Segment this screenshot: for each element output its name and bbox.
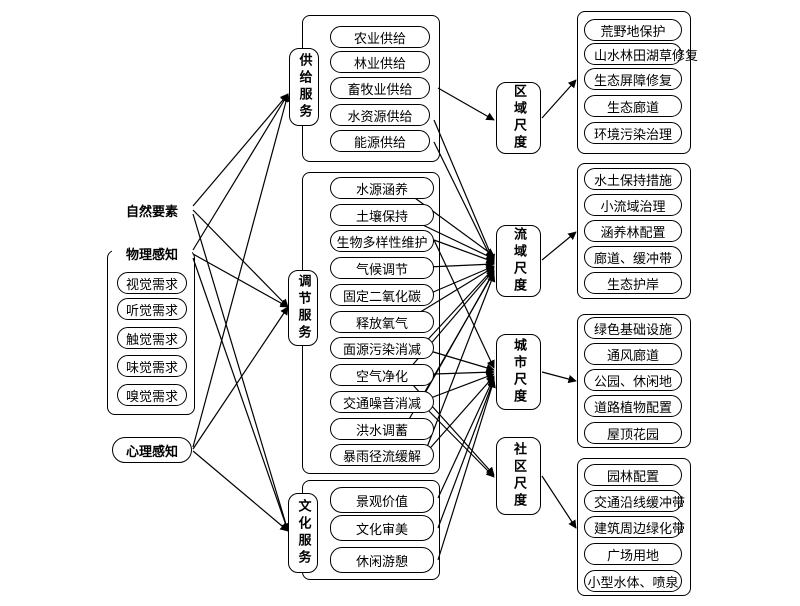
regulation-item-10: 暴雨径流缓解 <box>330 444 434 466</box>
flow-arrow <box>192 93 289 207</box>
flow-arrow <box>437 379 496 561</box>
natural-elements-label: 自然要素 <box>125 204 178 220</box>
flow-arrow <box>437 378 496 529</box>
regulation-item-8: 交通噪音消减 <box>330 391 434 413</box>
culture-item-0: 景观价值 <box>330 487 434 513</box>
flow-arrow <box>433 141 495 265</box>
regulation-item-3: 气候调节 <box>330 257 434 279</box>
flow-arrow <box>437 376 495 499</box>
basin-measure-2: 涵养林配置 <box>584 220 682 242</box>
flow-arrow <box>192 213 290 532</box>
flow-arrow <box>433 119 495 263</box>
basin-measure-0: 水土保持措施 <box>584 168 682 190</box>
regulation-item-1: 土壤保持 <box>330 204 434 226</box>
region-measure-2: 生态屏障修复 <box>584 68 682 90</box>
regulation-item-5: 释放氧气 <box>330 311 434 333</box>
regulation-item-7: 空气净化 <box>330 364 434 386</box>
region-scale-box: 区域尺度 <box>496 82 541 154</box>
basin-measure-3: 廊道、缓冲带 <box>584 246 682 268</box>
flow-arrow <box>433 239 495 369</box>
basin-measure-1: 小流域治理 <box>584 194 682 216</box>
supply-item-3: 水资源供给 <box>330 104 430 126</box>
flow-arrow <box>423 265 495 297</box>
basin-measures-group <box>577 163 691 299</box>
regulation-item-9: 洪水调蓄 <box>330 418 434 440</box>
community-measure-3: 广场用地 <box>584 543 682 565</box>
city-measure-3: 道路植物配置 <box>584 395 682 417</box>
region-measure-4: 环境污染治理 <box>584 122 682 144</box>
psychological-perception-label: 心理感知 <box>112 437 192 463</box>
basin-scale-box: 流域尺度 <box>496 225 541 297</box>
flow-arrow <box>192 450 289 532</box>
supply-item-2: 畜牧业供给 <box>330 77 430 99</box>
flow-arrow <box>419 401 495 478</box>
region-measure-1: 山水林田湖草修复 <box>584 43 698 65</box>
supply-item-0: 农业供给 <box>330 26 430 48</box>
flow-arrow <box>192 93 289 251</box>
community-measure-4: 小型水体、喷泉 <box>584 570 682 592</box>
supply-item-1: 林业供给 <box>330 51 430 73</box>
flow-arrow <box>541 475 577 529</box>
community-measure-2: 建筑周边绿化带 <box>584 516 685 538</box>
culture-item-1: 文化审美 <box>330 515 434 541</box>
region-measure-3: 生态廊道 <box>584 95 682 117</box>
regulation-item-6: 面源污染消减 <box>330 337 434 359</box>
city-scale-box: 城市尺度 <box>496 334 541 410</box>
city-measure-0: 绿色基础设施 <box>584 317 682 339</box>
flow-arrow <box>192 209 289 308</box>
supply-item-4: 能源供给 <box>330 130 430 152</box>
flow-arrow <box>403 189 495 257</box>
city-measure-2: 公园、休闲地 <box>584 369 682 391</box>
city-measure-1: 通风廊道 <box>584 343 682 365</box>
flow-arrow <box>437 87 495 121</box>
flow-arrow <box>192 253 289 308</box>
flow-arrow <box>541 371 577 384</box>
physical-need-item-0: 视觉需求 <box>117 272 187 294</box>
regulation-item-0: 水源涵养 <box>330 177 434 199</box>
regulation-item-2: 生物多样性维护 <box>330 230 434 252</box>
physical-need-item-2: 触觉需求 <box>117 327 187 349</box>
physical-need-item-1: 听觉需求 <box>117 298 187 320</box>
flow-arrow <box>423 375 495 456</box>
culture-item-2: 休闲游憩 <box>330 547 434 573</box>
community-measure-1: 交通沿线缓冲带 <box>584 490 685 512</box>
flow-arrow <box>541 79 577 119</box>
physical-need-item-3: 味觉需求 <box>117 355 187 377</box>
flow-arrow <box>541 231 577 261</box>
flow-arrow <box>192 257 290 532</box>
flow-arrow <box>423 273 496 456</box>
region-measures-group <box>577 11 691 154</box>
community-measures-group <box>577 458 691 596</box>
city-measure-4: 屋顶花园 <box>584 422 682 444</box>
region-measure-0: 荒野地保护 <box>584 19 682 41</box>
flow-arrow <box>192 93 291 448</box>
physical-perception-label: 物理感知 <box>112 243 192 263</box>
physical-need-item-4: 嗅觉需求 <box>117 384 187 406</box>
community-scale-box: 社区尺度 <box>496 437 541 515</box>
community-measure-0: 园林配置 <box>584 464 682 486</box>
supply-service-label: 供给服务 <box>289 48 319 126</box>
culture-service-label: 文化服务 <box>288 493 318 573</box>
regulation-service-label: 调节服务 <box>288 270 318 346</box>
regulation-item-4: 固定二氧化碳 <box>330 284 434 306</box>
basin-measure-4: 生态护岸 <box>584 272 682 294</box>
city-measures-group <box>577 314 691 448</box>
flow-arrow <box>192 306 289 450</box>
flow-arrow <box>419 267 495 349</box>
flow-arrow <box>433 239 495 264</box>
